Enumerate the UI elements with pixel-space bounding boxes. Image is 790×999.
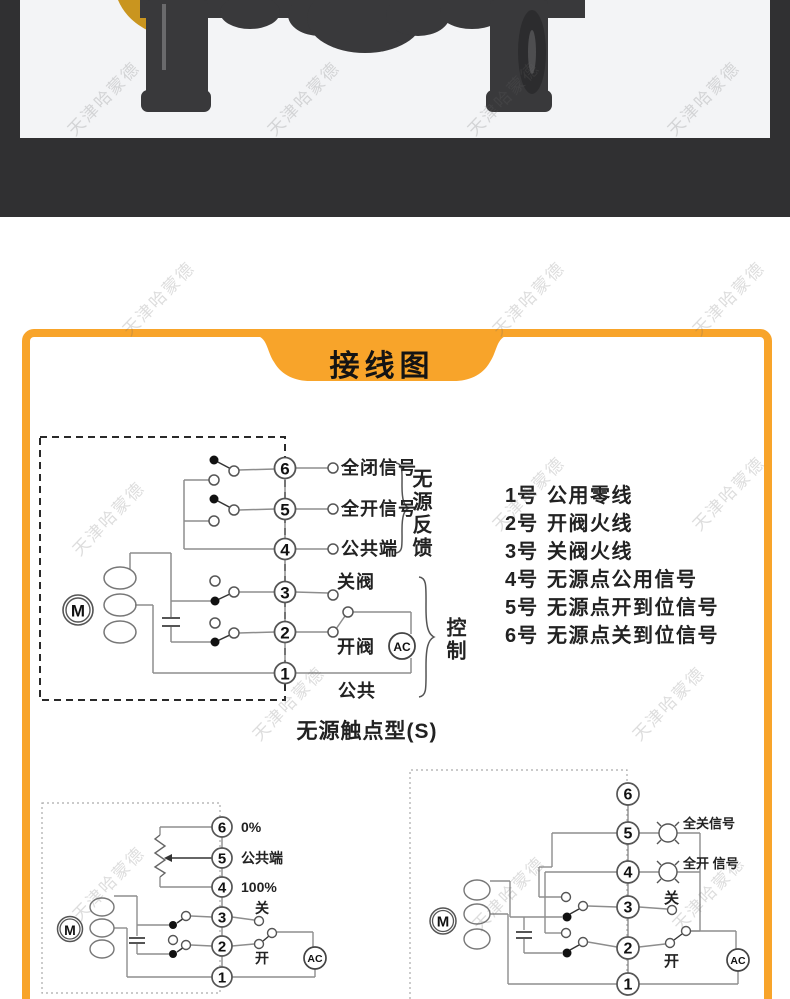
- svg-text:M: M: [71, 602, 85, 621]
- terminal-column: 6 5 4 3 2 1: [616, 782, 640, 996]
- switch-contacts: [167, 910, 278, 958]
- signal-labels: 全闭信号 全开信号 公共端 关阀 开阀 公共: [337, 457, 417, 701]
- motor-icon: M: [429, 907, 457, 935]
- control-brace: [418, 576, 436, 698]
- svg-text:0%: 0%: [241, 819, 262, 835]
- lamp-icons: [656, 821, 680, 884]
- svg-text:开阀: 开阀: [337, 636, 375, 657]
- svg-text:关: 关: [255, 900, 269, 916]
- svg-text:M: M: [437, 914, 450, 931]
- motor-icon: M: [62, 594, 94, 626]
- title-ribbon: [252, 330, 512, 381]
- svg-text:3: 3: [218, 910, 226, 927]
- svg-text:6: 6: [218, 820, 226, 837]
- legend-row: 5号无源点开到位信号: [505, 596, 719, 619]
- switch-contacts: [560, 891, 692, 958]
- ac-source-icon: AC: [303, 946, 327, 970]
- feedback-group-label: 无源反馈: [409, 468, 431, 560]
- control-group-label: 控制: [443, 617, 465, 663]
- svg-text:6: 6: [280, 460, 289, 479]
- svg-text:5: 5: [624, 826, 633, 843]
- actuator-yellow-left: [118, 0, 147, 30]
- wiring-diagram-panel: [22, 329, 772, 999]
- svg-text:4: 4: [280, 541, 290, 560]
- svg-text:2: 2: [624, 941, 633, 958]
- svg-text:3: 3: [624, 900, 633, 917]
- svg-text:公共: 公共: [338, 681, 376, 701]
- enclosure-dotted: [41, 802, 221, 994]
- svg-text:开: 开: [255, 950, 269, 966]
- svg-text:5: 5: [280, 501, 289, 520]
- svg-text:1: 1: [218, 970, 226, 987]
- svg-text:AC: AC: [307, 953, 323, 965]
- signal-labels: 全关信号 全开 信号 关 开: [664, 816, 739, 970]
- diagram-passive-contact: M AC 6 5 4 3 2 1 全闭信号 全开信号 公共端 关阀: [39, 436, 436, 701]
- watermark: 天津哈蒙德: [689, 258, 769, 340]
- legend-row: 2号开阀火线: [505, 512, 633, 535]
- valve-photo-silhouette: [118, 0, 585, 112]
- leg-highlight: [162, 4, 166, 70]
- diagram-active-contact: M AC 6 5 4 3 2 1 全关信号 全开 信号 关 开: [409, 769, 750, 999]
- product-photo: [20, 0, 770, 138]
- svg-text:4: 4: [624, 865, 633, 882]
- svg-text:3: 3: [280, 584, 289, 603]
- svg-text:AC: AC: [393, 640, 411, 654]
- legend-row: 6号无源点关到位信号: [505, 624, 719, 647]
- watermark: 天津哈蒙德: [489, 258, 569, 340]
- svg-text:M: M: [64, 922, 76, 938]
- svg-text:公共端: 公共端: [241, 850, 283, 866]
- ac-source-icon: AC: [726, 948, 750, 972]
- legend-row: 4号无源点公用信号: [505, 568, 698, 591]
- feedback-brace: [395, 462, 412, 554]
- svg-text:关: 关: [664, 889, 679, 907]
- flange-slot: [528, 30, 536, 74]
- motor-icon: M: [56, 915, 84, 943]
- svg-text:1: 1: [624, 977, 633, 994]
- ac-source-icon: AC: [388, 632, 416, 660]
- svg-text:2: 2: [280, 624, 289, 643]
- svg-text:5: 5: [218, 851, 226, 868]
- terminal-column: 6 5 4 3 2 1: [211, 816, 233, 988]
- switch-contacts: [208, 455, 354, 647]
- svg-text:全开 信号: 全开 信号: [682, 856, 739, 871]
- svg-text:6: 6: [624, 787, 633, 804]
- actuator-enclosure-dashed: [39, 436, 286, 701]
- diagram-potentiometer: M AC 6 5 4 3 2 1 0% 公共端 100% 关 开: [41, 802, 327, 994]
- diagram-caption: 无源触点型(S): [296, 720, 438, 743]
- signal-labels: 0% 公共端 100% 关 开: [241, 819, 283, 966]
- enclosure-dotted: [409, 769, 628, 999]
- svg-text:2: 2: [218, 939, 226, 956]
- svg-text:全闭信号: 全闭信号: [340, 457, 417, 478]
- valve-body: [140, 0, 585, 112]
- svg-text:100%: 100%: [241, 879, 277, 895]
- legend-row: 3号关阀火线: [505, 540, 633, 563]
- svg-text:公共端: 公共端: [341, 539, 398, 559]
- watermark: 天津哈蒙德: [119, 258, 199, 340]
- svg-text:4: 4: [218, 880, 227, 897]
- svg-text:开: 开: [664, 953, 679, 970]
- svg-text:关阀: 关阀: [337, 571, 375, 592]
- terminal-legend: 1号公用零线 2号开阀火线 3号关阀火线 4号无源点公用信号 5号无源点开到位信…: [505, 479, 719, 647]
- svg-text:1: 1: [280, 665, 289, 684]
- legend-row: 1号公用零线: [505, 484, 633, 507]
- svg-text:全关信号: 全关信号: [682, 816, 735, 831]
- panel-title: 接线图: [329, 350, 435, 383]
- svg-text:AC: AC: [730, 955, 746, 967]
- terminal-column: 6 5 4 3 2 1: [273, 456, 297, 685]
- svg-text:全开信号: 全开信号: [340, 498, 417, 519]
